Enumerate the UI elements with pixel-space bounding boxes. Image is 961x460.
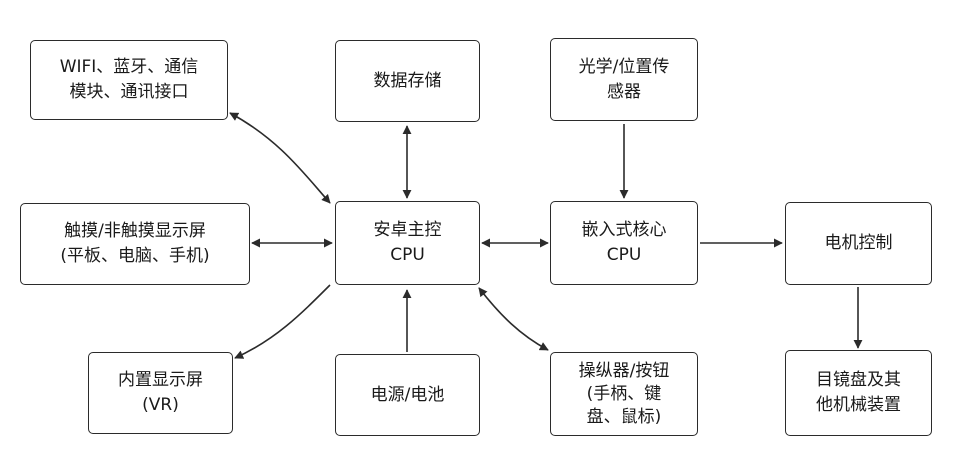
node-storage: 数据存储 — [335, 40, 480, 122]
node-controller-line-1: 操纵器/按钮 — [578, 360, 670, 381]
node-wifi-line-1: WIFI、蓝牙、通信 — [59, 57, 199, 77]
node-wifi: WIFI、蓝牙、通信 模块、通讯接口 — [30, 40, 228, 120]
node-embedded-line-1: 嵌入式核心 — [581, 220, 667, 240]
node-embedded: 嵌入式核心 CPU — [550, 201, 698, 285]
node-lens-line-1: 目镜盘及其 — [816, 370, 901, 390]
node-vr-line-2: (VR) — [142, 395, 179, 415]
node-sensor-line-2: 感器 — [607, 81, 641, 102]
node-wifi-line-2: 模块、通讯接口 — [69, 82, 189, 102]
node-display-line-2: (平板、电脑、手机) — [60, 246, 210, 266]
node-motor-line-1: 电机控制 — [824, 233, 893, 253]
node-controller-line-2: (手柄、键 — [586, 383, 662, 404]
node-embedded-line-2: CPU — [606, 245, 642, 265]
node-android: 安卓主控 CPU — [335, 201, 480, 285]
node-power: 电源/电池 — [335, 354, 480, 436]
node-controller-line-3: 盘、鼠标) — [586, 406, 662, 427]
node-sensor: 光学/位置传 感器 — [550, 38, 698, 121]
edge-android-controller — [478, 287, 549, 351]
node-display: 触摸/非触摸显示屏 (平板、电脑、手机) — [20, 203, 250, 285]
edge-android-vr — [234, 284, 331, 359]
node-storage-line-1: 数据存储 — [373, 70, 442, 91]
node-android-line-1: 安卓主控 — [373, 220, 442, 240]
edge-wifi-android — [229, 112, 331, 204]
node-vr-line-1: 内置显示屏 — [118, 370, 203, 390]
node-lens-line-2: 他机械装置 — [816, 395, 901, 415]
node-sensor-line-1: 光学/位置传 — [578, 56, 670, 77]
node-lens: 目镜盘及其 他机械装置 — [785, 350, 932, 436]
node-motor: 电机控制 — [785, 202, 932, 285]
node-power-line-1: 电源/电池 — [370, 384, 445, 405]
node-controller: 操纵器/按钮 (手柄、键 盘、鼠标) — [550, 352, 698, 436]
node-display-line-1: 触摸/非触摸显示屏 — [64, 221, 206, 241]
node-android-line-2: CPU — [390, 245, 425, 265]
node-vr: 内置显示屏 (VR) — [88, 352, 233, 434]
